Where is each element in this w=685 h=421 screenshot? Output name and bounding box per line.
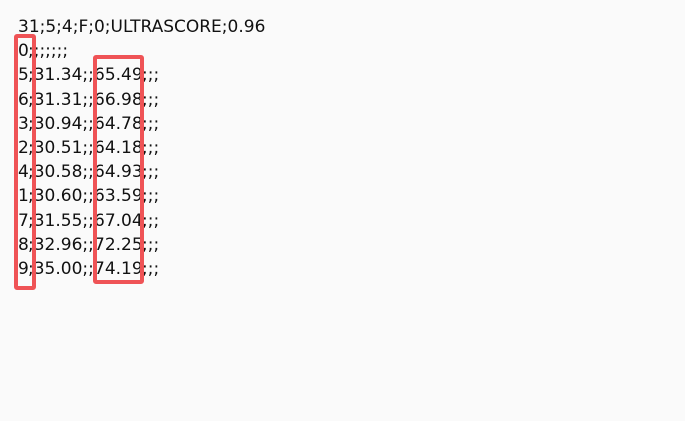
data-row: 3;30.94;;64.78;;; xyxy=(18,112,265,136)
row-index-value: 1 xyxy=(18,186,29,207)
data-rows: 0;;;;;;;5;31.34;;65.49;;;6;31.31;;66.98;… xyxy=(18,39,265,281)
row-tail-value: ;;; xyxy=(142,186,160,207)
row-tail-value: ;;; xyxy=(142,89,160,110)
row-middle-value: ;;;;;;; xyxy=(28,41,69,62)
row-middle-value: ;30.58;; xyxy=(28,162,94,183)
data-row: 7;31.55;;67.04;;; xyxy=(18,209,265,233)
row-score-value: 72.25 xyxy=(94,234,143,255)
row-score-value: 74.19 xyxy=(94,258,143,279)
row-index-value: 4 xyxy=(18,162,29,183)
data-row: 8;32.96;;72.25;;; xyxy=(18,233,265,257)
data-row: 9;35.00;;74.19;;; xyxy=(18,257,265,281)
row-score-value: 66.98 xyxy=(94,89,143,110)
row-tail-value: ;;; xyxy=(142,65,160,86)
row-middle-value: ;32.96;; xyxy=(28,234,94,255)
row-score-value: 64.78 xyxy=(94,113,143,134)
row-score-value: 64.18 xyxy=(94,137,143,158)
row-middle-value: ;31.34;; xyxy=(28,65,94,86)
row-index-value: 8 xyxy=(18,234,29,255)
row-index-value: 6 xyxy=(18,89,29,110)
row-middle-value: ;35.00;; xyxy=(28,258,94,279)
row-middle-value: ;30.51;; xyxy=(28,137,94,158)
row-index-value: 3 xyxy=(18,113,29,134)
row-middle-value: ;30.94;; xyxy=(28,113,94,134)
header-line: 31;5;4;F;0;ULTRASCORE;0.96 xyxy=(18,17,266,37)
data-row: 2;30.51;;64.18;;; xyxy=(18,136,265,160)
row-tail-value: ;;; xyxy=(142,210,160,231)
row-score-value: 67.04 xyxy=(94,210,143,231)
data-row: 4;30.58;;64.93;;; xyxy=(18,160,265,184)
highlight-box-score-column xyxy=(93,55,144,284)
row-tail-value: ;;; xyxy=(142,234,160,255)
row-score-value: 64.93 xyxy=(94,162,143,183)
row-tail-value: ;;; xyxy=(142,258,160,279)
row-index-value: 0 xyxy=(18,41,29,62)
row-score-value: 63.59 xyxy=(94,186,143,207)
row-tail-value: ;;; xyxy=(142,162,160,183)
row-index-value: 7 xyxy=(18,210,29,231)
row-index-value: 9 xyxy=(18,258,29,279)
highlight-box-first-column xyxy=(14,34,36,290)
data-row: 5;31.34;;65.49;;; xyxy=(18,63,265,87)
row-middle-value: ;30.60;; xyxy=(28,186,94,207)
text-document: 31;5;4;F;0;ULTRASCORE;0.96 0;;;;;;;5;31.… xyxy=(18,15,265,281)
row-middle-value: ;31.55;; xyxy=(28,210,94,231)
data-row: 6;31.31;;66.98;;; xyxy=(18,88,265,112)
row-score-value: 65.49 xyxy=(94,65,143,86)
row-tail-value: ;;; xyxy=(142,113,160,134)
data-row: 0;;;;;;; xyxy=(18,39,265,63)
row-index-value: 5 xyxy=(18,65,29,86)
row-index-value: 2 xyxy=(18,137,29,158)
row-middle-value: ;31.31;; xyxy=(28,89,94,110)
data-row: 1;30.60;;63.59;;; xyxy=(18,184,265,208)
row-tail-value: ;;; xyxy=(142,137,160,158)
